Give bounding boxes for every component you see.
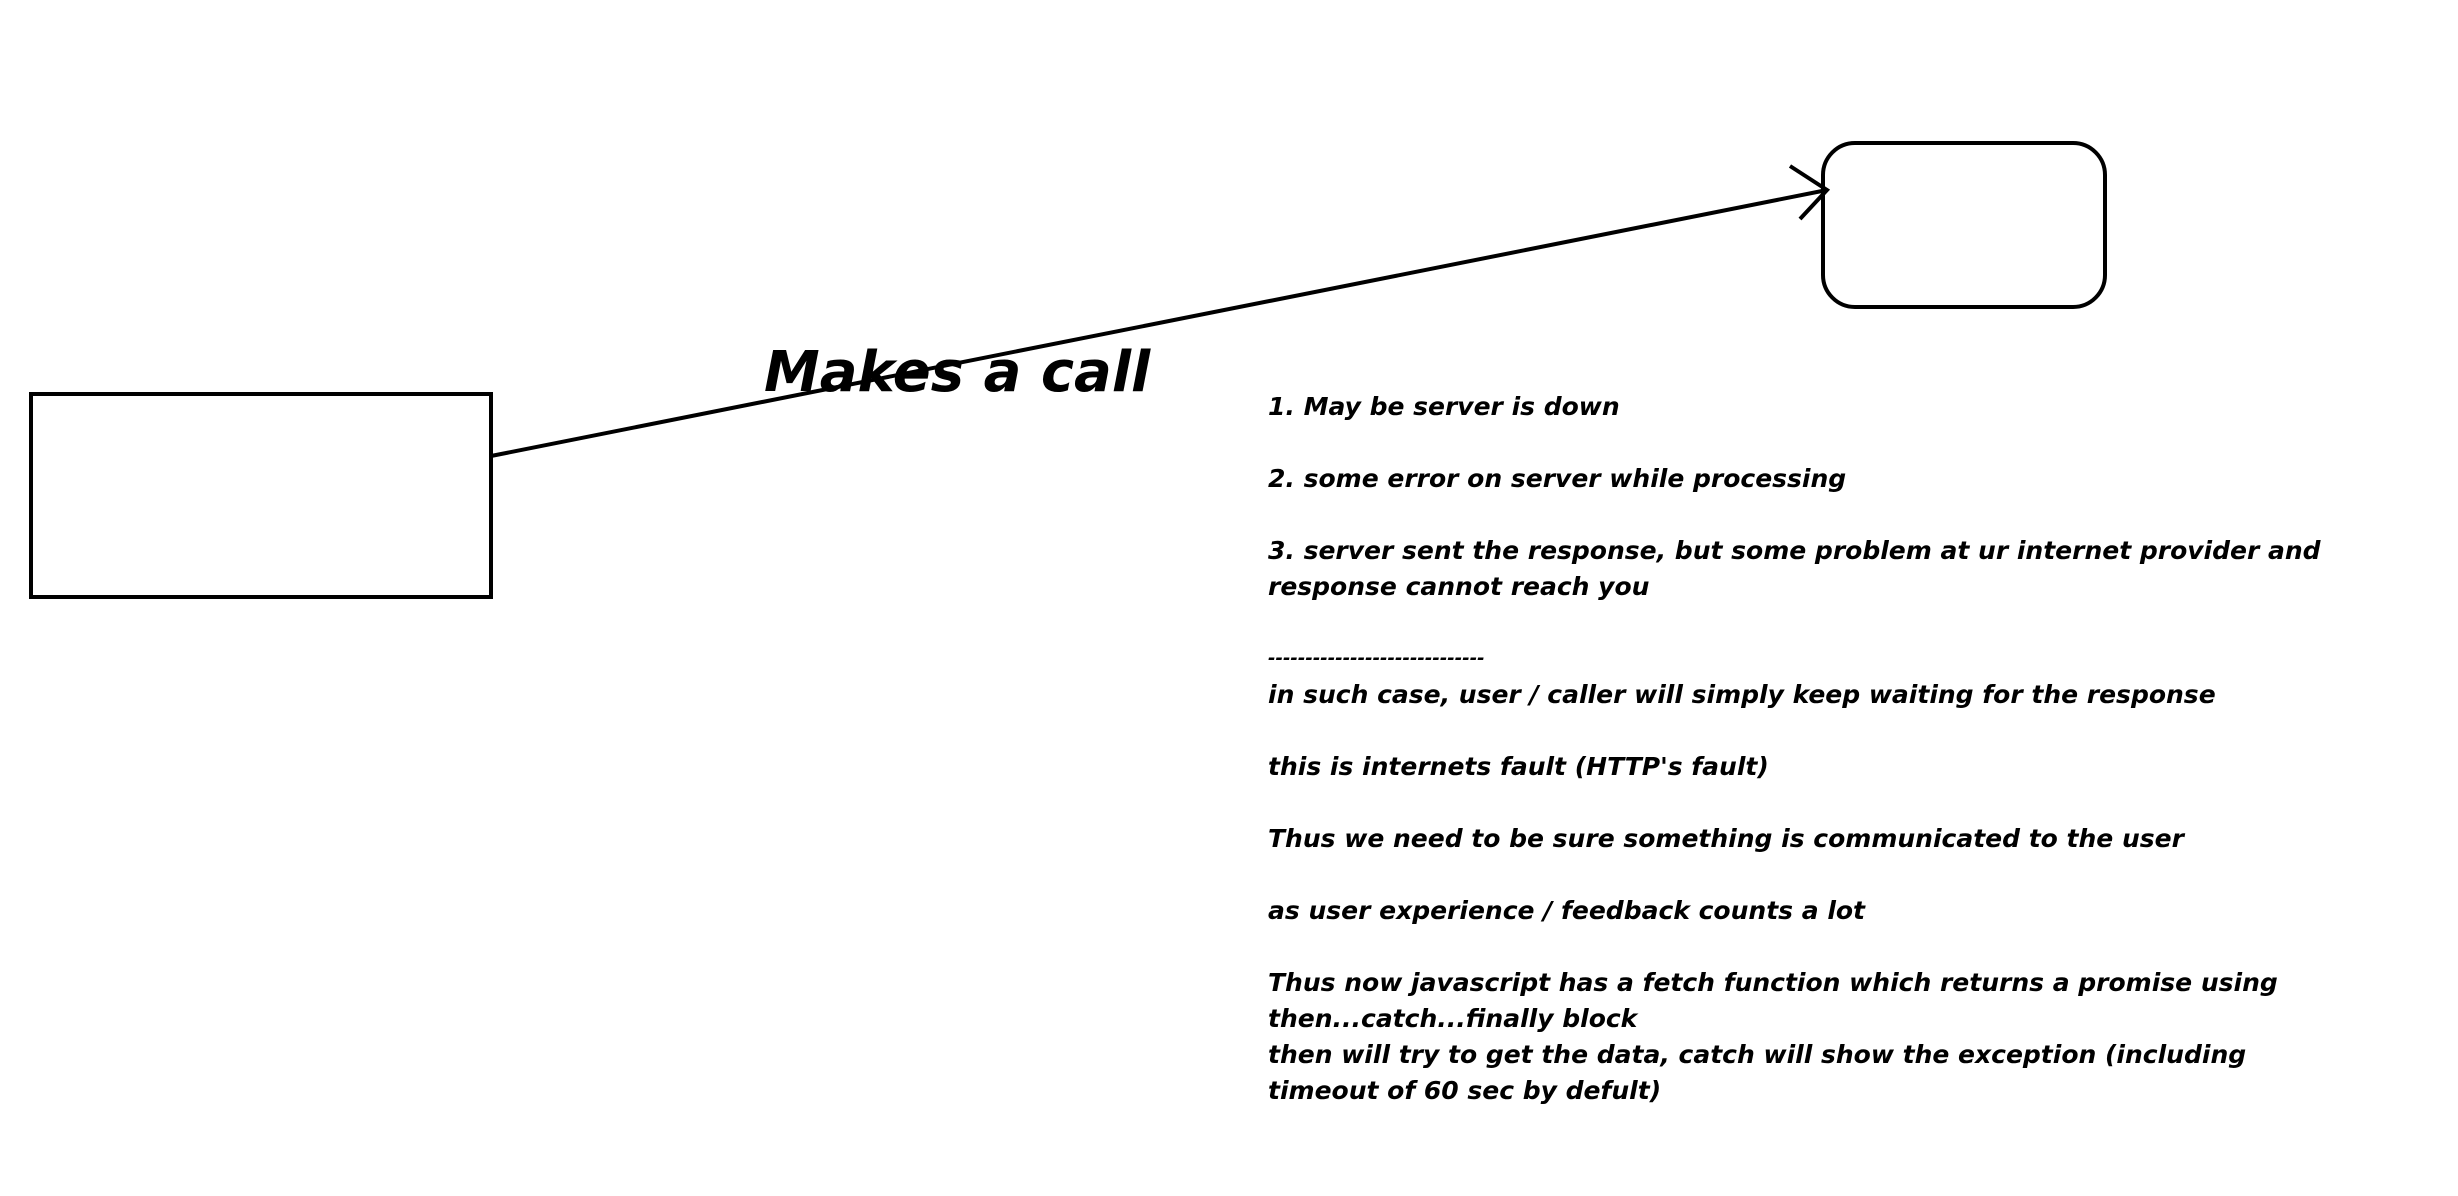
server-box <box>1821 141 2107 309</box>
note-internet-fault: this is internets fault (HTTP's fault) <box>1268 752 1769 781</box>
note-communicate-user: Thus we need to be sure something is com… <box>1268 824 2184 853</box>
note-server-error: 2. some error on server while processing <box>1268 464 1847 493</box>
note-user-experience: as user experience / feedback counts a l… <box>1268 896 1866 925</box>
edge-label-makes-a-call: Makes a call <box>764 340 1151 405</box>
call-arrow-line <box>490 188 1828 458</box>
note-server-down: 1. May be server is down <box>1268 392 1620 421</box>
call-arrowhead <box>1788 164 1831 221</box>
note-keep-waiting: in such case, user / caller will simply … <box>1268 680 2216 709</box>
note-response-lost: 3. server sent the response, but some pr… <box>1268 536 2321 601</box>
note-fetch-function: Thus now javascript has a fetch function… <box>1268 968 2278 1033</box>
notes-block: 1. May be server is down 2. some error o… <box>1268 389 2328 1109</box>
caller-box <box>29 392 493 599</box>
note-then-catch: then will try to get the data, catch wil… <box>1268 1040 2247 1105</box>
notes-divider: ----------------------------- <box>1268 648 1485 669</box>
